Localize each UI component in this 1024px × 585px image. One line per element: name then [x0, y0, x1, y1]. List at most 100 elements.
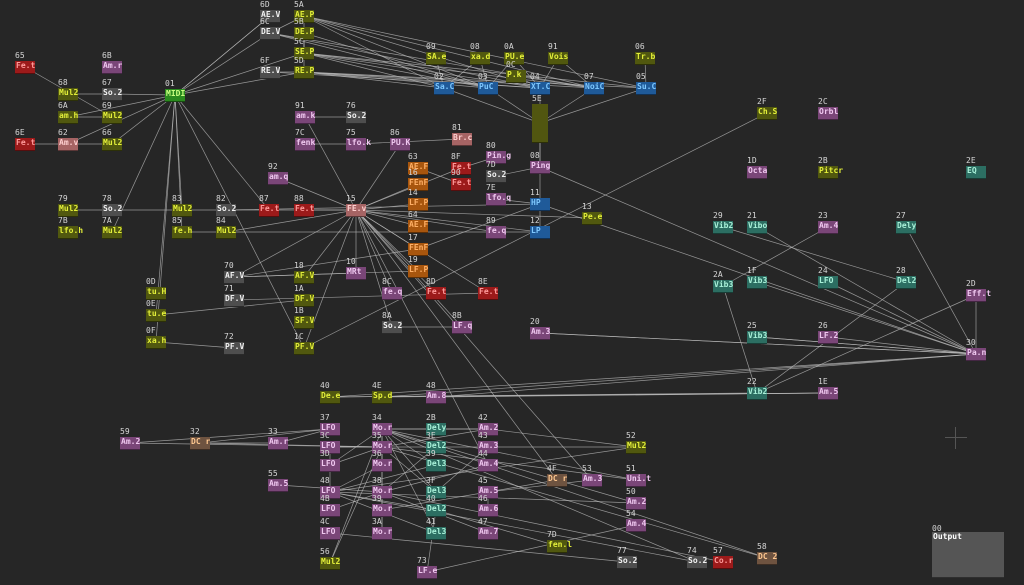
node-5e[interactable]: 5E	[532, 94, 548, 143]
